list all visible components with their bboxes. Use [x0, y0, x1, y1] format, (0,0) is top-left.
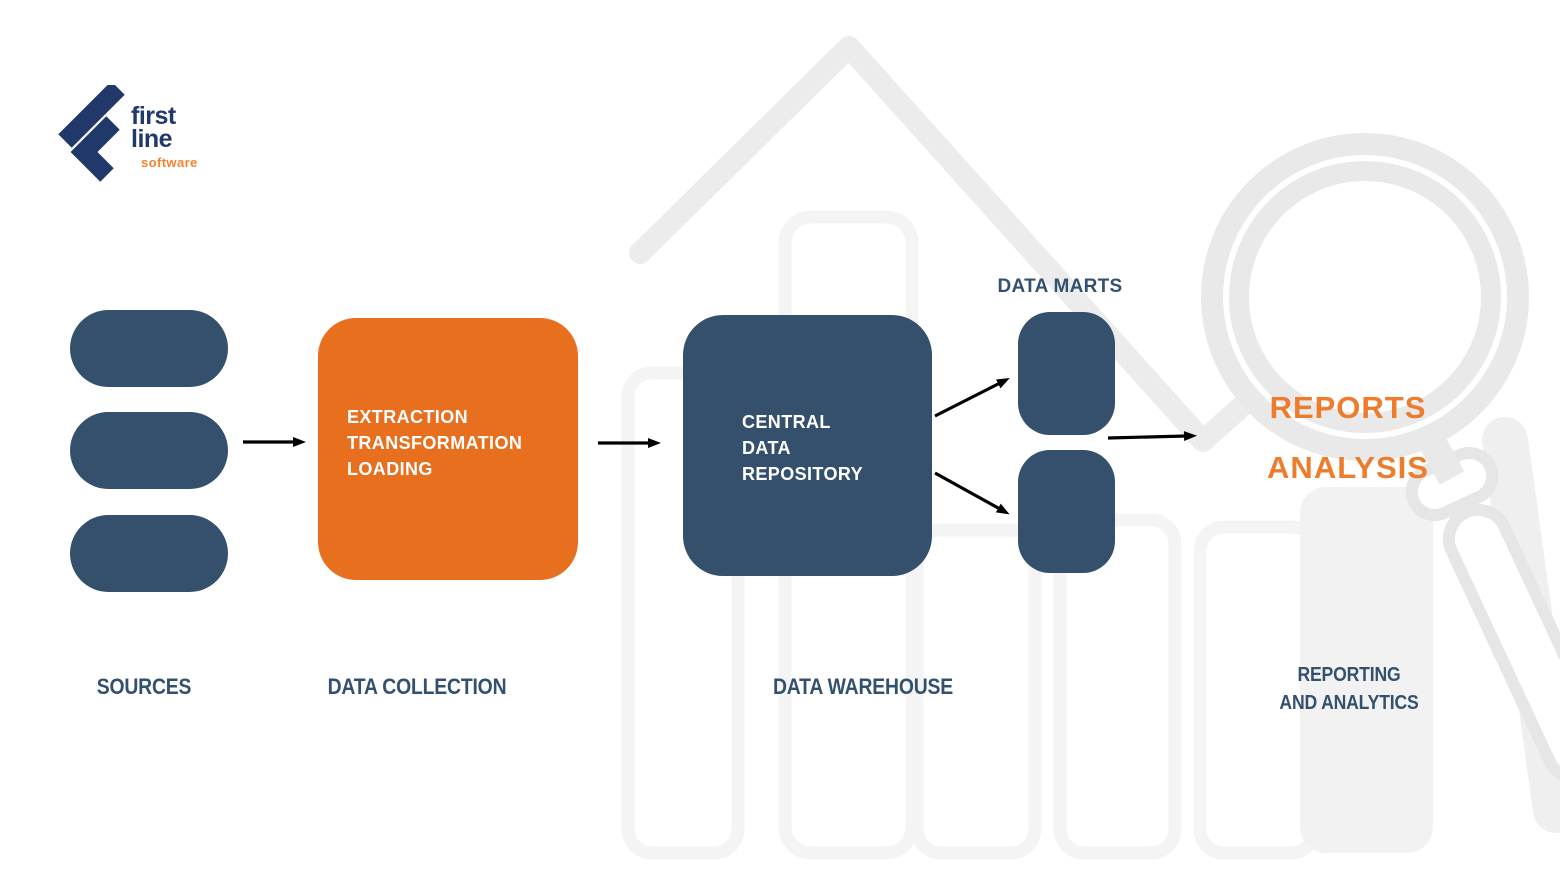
- etl-line-3: LOADING: [347, 459, 433, 479]
- etl-node: EXTRACTION TRANSFORMATION LOADING: [318, 318, 578, 580]
- etl-node-text: EXTRACTION TRANSFORMATION LOADING: [347, 404, 522, 482]
- repository-node-text: CENTRAL DATA REPOSITORY: [742, 409, 863, 487]
- repository-line-3: REPOSITORY: [742, 464, 864, 484]
- firstline-logo-icon: [58, 85, 125, 182]
- source-shape-2: [70, 412, 228, 489]
- data-mart-1: [1018, 312, 1115, 435]
- watermark-bar: [1053, 513, 1182, 860]
- repository-line-1: CENTRAL: [742, 412, 831, 432]
- reports-text: REPORTS: [1269, 390, 1427, 425]
- magnifier-handle: [1442, 503, 1560, 785]
- stage-label-data-collection: DATA COLLECTION: [327, 674, 507, 699]
- etl-line-1: EXTRACTION: [347, 407, 468, 427]
- repository-line-2: DATA: [742, 438, 791, 458]
- arrow-marts-to-reports: [1107, 431, 1197, 442]
- analysis-text: ANALYSIS: [1267, 450, 1429, 485]
- flow-arrows: [243, 378, 1197, 515]
- etl-line-2: TRANSFORMATION: [347, 433, 523, 453]
- source-shape-3: [70, 515, 228, 592]
- watermark-bar-solid: [1300, 487, 1433, 853]
- data-marts-title: DATA MARTS: [997, 276, 1123, 297]
- logo-tagline: software: [141, 155, 198, 170]
- data-mart-2: [1018, 450, 1115, 573]
- logo-word-line: line: [131, 125, 173, 153]
- arrow-repository-to-mart2: [934, 471, 1010, 515]
- growth-zigzag-watermark: [629, 36, 1252, 452]
- arrow-repository-to-mart1: [934, 378, 1010, 418]
- firstline-logo: first line software: [55, 85, 285, 190]
- magnifier-watermark: [1201, 133, 1560, 833]
- magnifier-inner-ring: [1229, 161, 1501, 433]
- watermark-bar: [910, 523, 1042, 860]
- stage-label-reporting-line2: AND ANALYTICS: [1279, 692, 1419, 714]
- stage-label-sources: SOURCES: [96, 674, 192, 699]
- source-shape-1: [70, 310, 228, 387]
- stage-label-reporting-line1: REPORTING: [1297, 664, 1401, 686]
- logo-word-first: first: [131, 102, 176, 130]
- stage-label-data-warehouse: DATA WAREHOUSE: [772, 674, 954, 699]
- stage-label-reporting: REPORTING AND ANALYTICS: [1243, 661, 1454, 717]
- central-repository-node: CENTRAL DATA REPOSITORY: [683, 315, 932, 576]
